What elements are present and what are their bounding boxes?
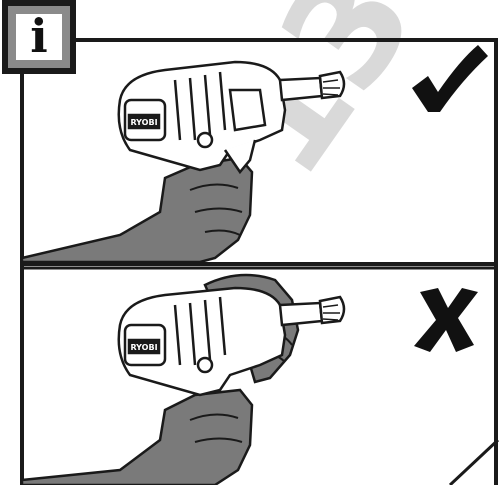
check-icon xyxy=(412,45,488,112)
cross-icon xyxy=(414,288,478,352)
impact-driver: RYOBI xyxy=(117,60,346,175)
gloved-hand-lower xyxy=(20,388,254,485)
brand-label-lower: RYOBI xyxy=(130,343,157,352)
gloved-hand xyxy=(20,156,254,264)
panel-incorrect: RYOBI xyxy=(20,273,478,485)
corner-diagonal xyxy=(448,438,500,485)
panel-frame xyxy=(20,38,498,485)
panel-correct: RYOBI xyxy=(20,45,488,264)
info-badge: i xyxy=(2,0,76,74)
brand-label: RYOBI xyxy=(130,118,157,127)
impact-driver-lower: RYOBI xyxy=(117,286,346,397)
info-icon: i xyxy=(30,9,48,63)
